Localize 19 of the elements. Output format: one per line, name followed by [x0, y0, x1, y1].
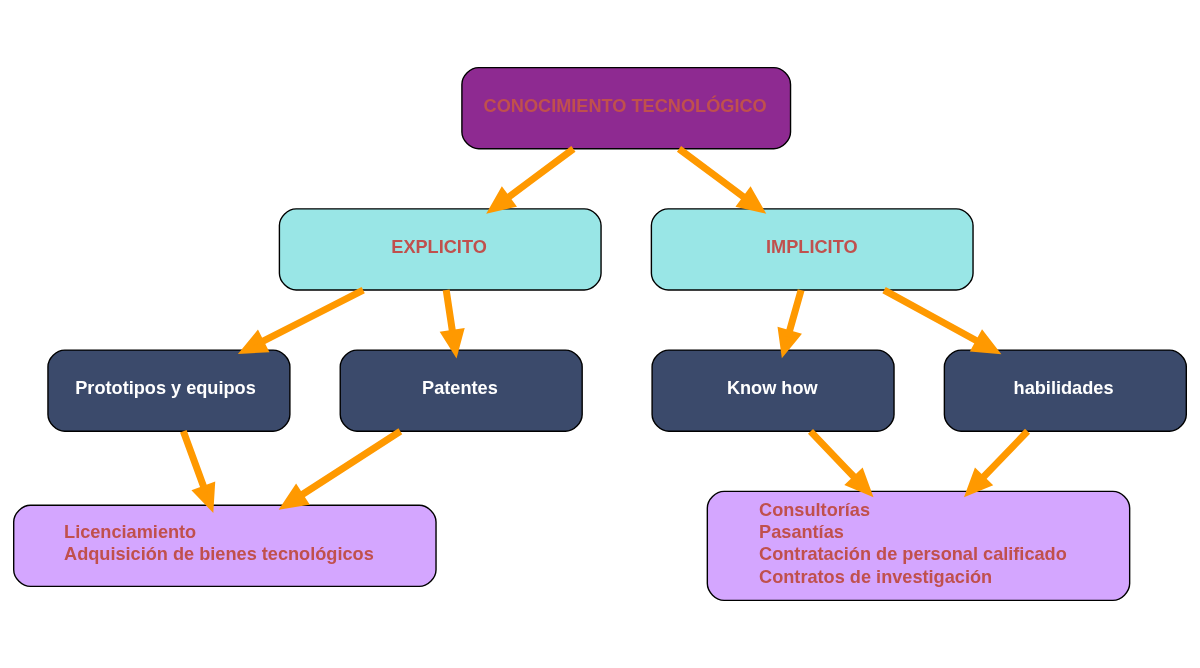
- node-box: Know how: [651, 349, 895, 432]
- arrow: [180, 430, 216, 513]
- node-box: Consultorías Pasantías Contratación de personal calificado Contratos de investigación: [706, 490, 1131, 602]
- arrow: [777, 289, 805, 359]
- node-box: Prototipos y equipos: [47, 349, 291, 432]
- arrow: [882, 287, 1002, 355]
- arrow: [278, 428, 403, 510]
- node-box: CONOCIMIENTO TECNOLÓGICO: [461, 66, 792, 150]
- node-box: habilidades: [943, 349, 1187, 432]
- arrow: [963, 428, 1031, 498]
- node-box: EXPLICITO: [278, 208, 602, 291]
- arrow: [808, 428, 874, 498]
- arrow: [486, 146, 576, 214]
- arrow: [439, 289, 465, 359]
- node-box: Patentes: [339, 349, 583, 432]
- node-box: Licenciamiento Adquisición de bienes tecnológicos: [13, 504, 437, 588]
- arrow: [676, 146, 767, 214]
- node-box: IMPLICITO: [650, 208, 974, 291]
- arrow: [237, 286, 365, 355]
